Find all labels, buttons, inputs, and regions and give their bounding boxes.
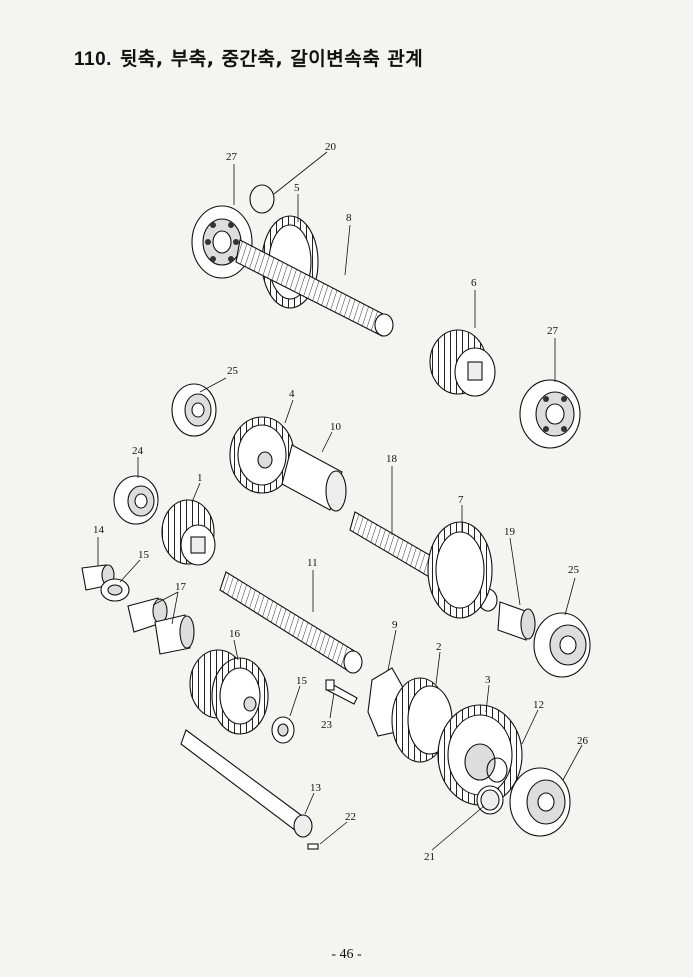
callout-5: 5 <box>294 182 300 194</box>
callout-13: 13 <box>310 782 322 794</box>
callout-24: 24 <box>132 445 144 457</box>
callout-23: 23 <box>321 719 333 731</box>
bushings-17 <box>127 597 195 655</box>
callout-12: 12 <box>533 699 544 711</box>
leader-lines <box>97 151 583 851</box>
shaft-13 <box>180 729 313 838</box>
callout-1: 1 <box>197 472 203 484</box>
callout-21: 21 <box>424 851 435 863</box>
callout-25-right: 25 <box>568 564 580 576</box>
washer-15-right <box>271 716 295 744</box>
callout-9: 9 <box>392 619 398 631</box>
bearing-25-right <box>533 612 591 678</box>
callout-10: 10 <box>330 421 342 433</box>
shaft-8 <box>235 239 394 337</box>
washer-15-left <box>100 578 130 602</box>
callout-18: 18 <box>386 453 398 465</box>
callout-3: 3 <box>485 674 491 686</box>
callout-27: 27 <box>226 151 238 163</box>
page-title: 110. 뒷축, 부축, 중간축, 갈이변속축 관계 <box>74 44 423 71</box>
bearing-25-left <box>171 383 217 437</box>
bearing-26 <box>509 767 571 837</box>
callout-19: 19 <box>504 526 516 538</box>
callout-7: 7 <box>458 494 464 506</box>
ring-12 <box>486 757 508 783</box>
bearing-24 <box>113 475 159 525</box>
gear-6 <box>429 329 496 397</box>
callout-15: 15 <box>138 549 150 561</box>
callout-20: 20 <box>325 141 337 153</box>
callout-27-right: 27 <box>547 325 559 337</box>
gear-1 <box>161 499 216 566</box>
bushing-19 <box>497 601 536 641</box>
callout-25: 25 <box>227 365 239 377</box>
snap-ring-20 <box>249 184 275 214</box>
sleeve-10 <box>281 444 347 512</box>
gear-16 <box>189 649 269 735</box>
callout-8: 8 <box>346 212 352 224</box>
callout-14: 14 <box>93 524 105 536</box>
callout-6: 6 <box>471 277 477 289</box>
callout-11: 11 <box>307 557 318 569</box>
callout-4: 4 <box>289 388 295 400</box>
bolt-23 <box>325 679 358 705</box>
callout-labels: 27 20 5 8 6 27 25 4 10 24 1 18 7 14 15 1… <box>93 141 589 863</box>
callout-22: 22 <box>345 811 356 823</box>
callout-16: 16 <box>229 628 241 640</box>
gear-7 <box>427 521 493 619</box>
ring-21 <box>476 785 504 815</box>
section-number: 110. <box>74 49 112 70</box>
page-number: - 46 - <box>331 947 362 962</box>
gear-4 <box>229 416 295 494</box>
callout-17: 17 <box>175 581 187 593</box>
bearing-27-right <box>519 379 581 449</box>
pin-22 <box>307 843 319 850</box>
gear-2 <box>391 677 453 763</box>
callout-15-right: 15 <box>296 675 308 687</box>
shaft-11 <box>219 571 363 674</box>
section-title: 뒷축, 부축, 중간축, 갈이변속축 관계 <box>119 48 424 70</box>
callout-2: 2 <box>436 641 442 653</box>
callout-26: 26 <box>577 735 589 747</box>
gear-3 <box>437 704 523 806</box>
